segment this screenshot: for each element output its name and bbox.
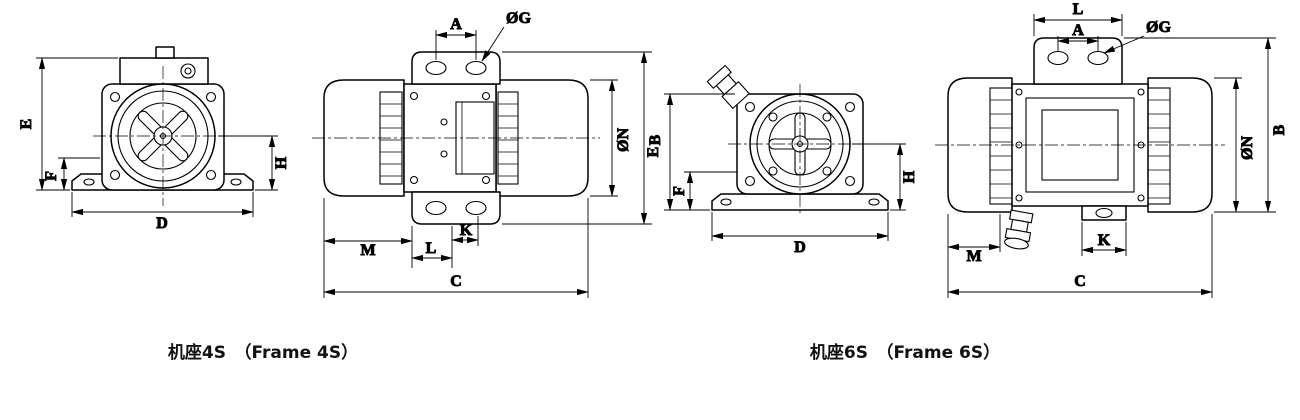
- lifting-eye: [180, 63, 196, 79]
- dim-label-D: D: [794, 239, 806, 256]
- center-lines: [93, 66, 233, 206]
- dim-E: E: [18, 57, 118, 191]
- dim-label-G: ØG: [506, 10, 531, 27]
- dim-C: C: [323, 198, 589, 298]
- dim-A: A: [435, 16, 477, 60]
- dim-A: A: [1057, 22, 1099, 51]
- dim-G: ØG: [481, 10, 532, 62]
- dim-label-F: F: [671, 186, 688, 196]
- lifting-eye-inner: [184, 67, 192, 75]
- dim-label-A: A: [450, 16, 462, 33]
- frame6s-side-view: L A ØG ØN B M: [935, 1, 1288, 298]
- foot-slot-holes: [720, 198, 880, 206]
- dim-H: H: [852, 143, 918, 211]
- spoke-circle: [129, 102, 197, 170]
- cable-gland: [706, 64, 750, 110]
- dim-C: C: [947, 214, 1213, 298]
- terminal-box-tab: [155, 46, 175, 59]
- dim-H: H: [218, 135, 290, 191]
- dim-F: F: [671, 171, 737, 211]
- cable-gland: [1004, 209, 1034, 250]
- caption-frame-4s: 机座4S （Frame 4S）: [168, 342, 358, 363]
- bottom-plate-slots: [425, 200, 487, 216]
- caption-frame-6s: 机座6S （Frame 6S）: [810, 342, 1000, 363]
- dim-label-B: B: [1271, 124, 1288, 135]
- frame6s-front-view: E F H D: [645, 64, 918, 256]
- dim-label-N: ØN: [615, 128, 632, 152]
- dim-label-E: E: [645, 147, 662, 158]
- dim-N: ØN: [1214, 77, 1276, 213]
- dim-G: ØG: [1103, 19, 1172, 54]
- right-rib-band: [1147, 87, 1171, 205]
- dim-K: K: [451, 216, 479, 246]
- top-plate-slots: [425, 60, 487, 76]
- dim-label-L: L: [1073, 1, 1084, 18]
- dim-label-M: M: [360, 242, 375, 259]
- corner-bolt-holes: [744, 101, 856, 187]
- left-rib-band: [989, 87, 1013, 205]
- captions: 机座4S （Frame 4S） 机座6S （Frame 6S）: [168, 342, 1000, 363]
- top-mounting-plate: [411, 51, 501, 85]
- foot-slot-holes: [83, 178, 242, 186]
- dim-F: F: [43, 157, 100, 191]
- dim-label-H: H: [273, 156, 290, 169]
- dim-label-E: E: [18, 119, 35, 130]
- dim-B: B: [1124, 37, 1288, 213]
- dim-label-C: C: [1074, 273, 1086, 290]
- dim-K: K: [1081, 222, 1127, 256]
- flange-bolt-holes: [768, 112, 832, 176]
- dim-label-G: ØG: [1146, 19, 1171, 36]
- dim-label-K: K: [1098, 232, 1111, 249]
- frame4s-side-view: A ØG ØN B M L: [312, 10, 664, 298]
- dim-label-H: H: [901, 170, 918, 183]
- dim-label-N: ØN: [1239, 136, 1256, 160]
- top-plate-slots: [1047, 50, 1109, 66]
- bottom-tab-slot: [1095, 207, 1113, 219]
- top-mounting-plate: [1033, 37, 1123, 85]
- dim-label-L: L: [426, 240, 437, 257]
- dim-D: D: [711, 212, 889, 256]
- dim-label-B: B: [647, 134, 664, 145]
- dim-M: M: [947, 214, 1001, 298]
- dim-D: D: [71, 192, 254, 232]
- dim-N: ØN: [590, 79, 632, 197]
- frame4s-front-body: [71, 46, 254, 206]
- frame4s-front-view: E F H D: [18, 46, 290, 232]
- frame4s-side-body: [312, 51, 600, 225]
- frame6s-front-body: [706, 64, 889, 216]
- dim-label-M: M: [966, 248, 981, 265]
- dim-L: L: [411, 226, 453, 268]
- dim-label-C: C: [450, 273, 462, 290]
- dim-label-K: K: [460, 222, 473, 239]
- dim-label-F: F: [43, 171, 60, 181]
- bottom-mounting-plate: [411, 191, 501, 225]
- frame6s-side-body: [935, 37, 1225, 250]
- dim-L: L: [1033, 1, 1123, 36]
- dim-label-D: D: [156, 215, 168, 232]
- corner-bolt-holes: [109, 91, 217, 181]
- dim-B: B: [502, 51, 664, 225]
- center-lines: [728, 84, 872, 216]
- dim-M: M: [323, 198, 413, 298]
- dim-label-A: A: [1072, 22, 1084, 39]
